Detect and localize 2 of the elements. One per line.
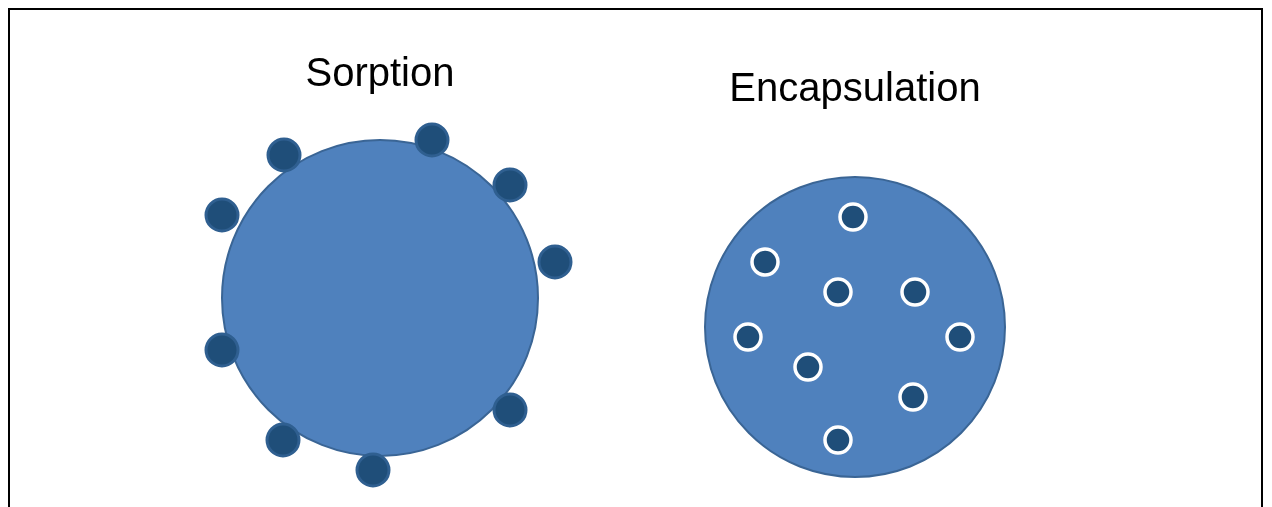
heading: Encapsulation: [728, 65, 982, 110]
heading: Sorption: [304, 50, 456, 95]
